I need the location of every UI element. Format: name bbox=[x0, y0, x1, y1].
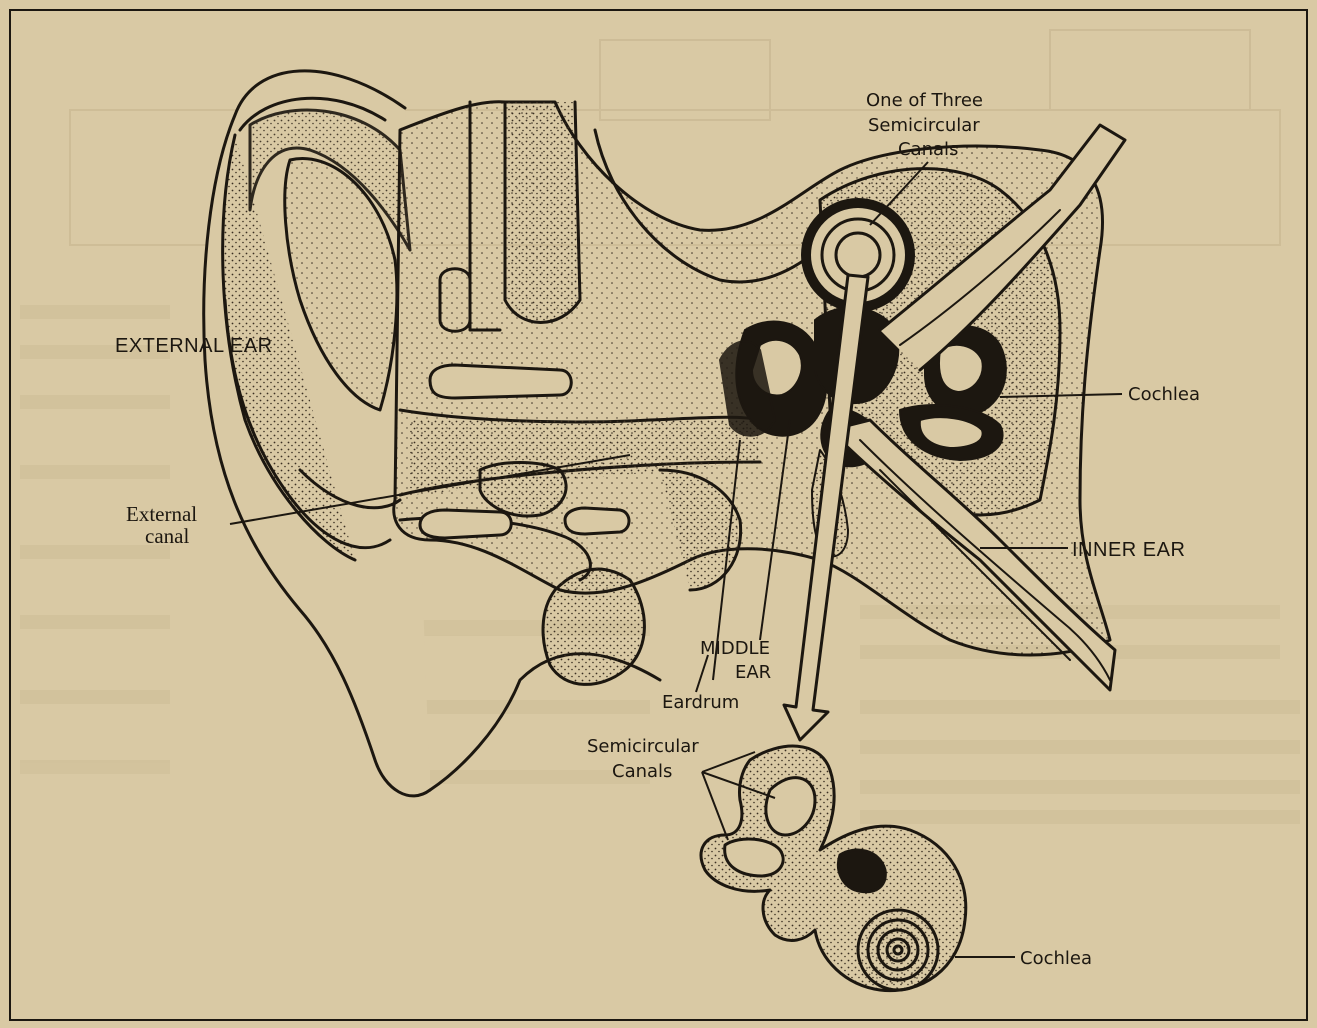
label-external-canal-line1: External bbox=[126, 502, 197, 526]
label-semicircular-top-line3: Canals bbox=[898, 139, 958, 160]
label-external-canal-line2: canal bbox=[145, 524, 189, 548]
label-semicircular-top-line1: One of Three bbox=[866, 90, 983, 111]
label-cochlea-top: Cochlea bbox=[1128, 384, 1200, 405]
label-external-ear: EXTERNAL EAR bbox=[115, 335, 273, 357]
label-semicircular-bottom-line2: Canals bbox=[612, 761, 672, 782]
label-inner-ear: INNER EAR bbox=[1072, 539, 1185, 561]
label-middle-ear-line1: MIDDLE bbox=[700, 638, 770, 659]
label-cochlea-bottom: Cochlea bbox=[1020, 948, 1092, 969]
label-semicircular-bottom-line1: Semicircular bbox=[587, 736, 699, 757]
label-middle-ear-line2: EAR bbox=[735, 662, 771, 683]
label-semicircular-top-line2: Semicircular bbox=[868, 115, 980, 136]
label-eardrum: Eardrum bbox=[662, 692, 739, 713]
